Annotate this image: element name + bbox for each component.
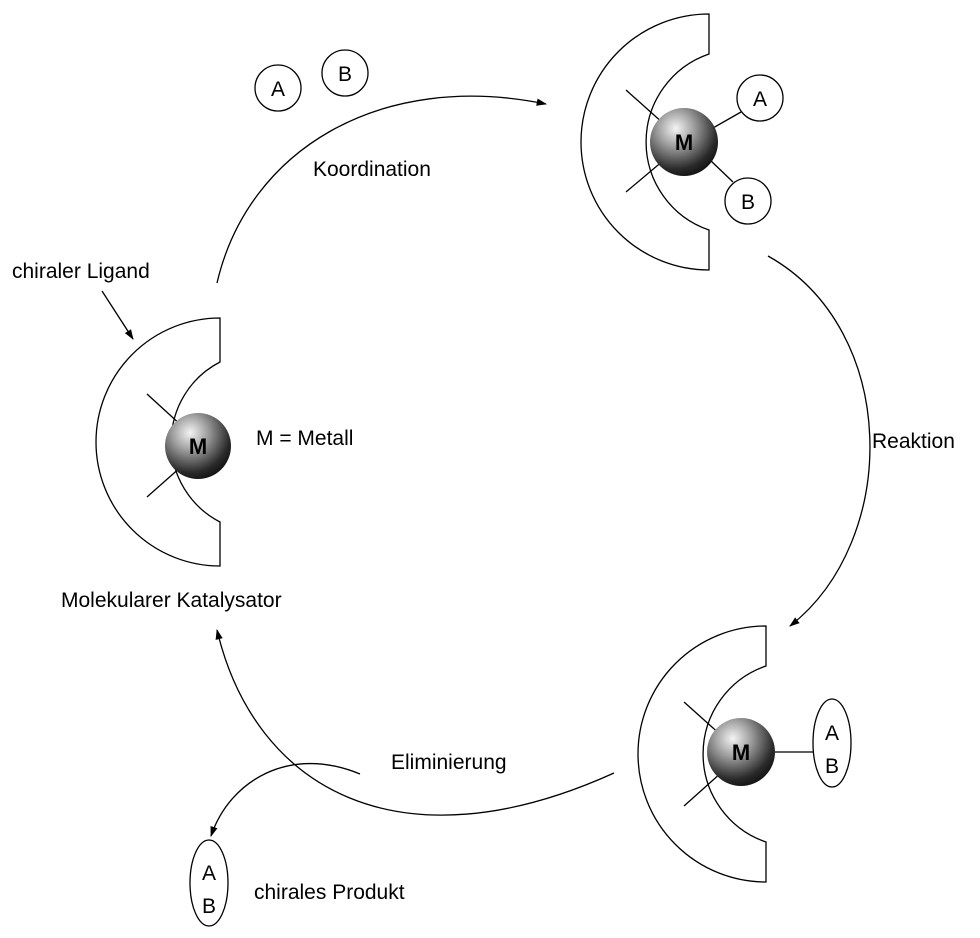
catalyst-complex: M: [95, 317, 231, 567]
metal-sphere-bottom: [707, 718, 775, 786]
label-katalysator: Molekularer Katalysator: [61, 589, 282, 612]
svg-text:B: B: [338, 63, 352, 86]
coordinated-complex: M A B: [580, 13, 784, 271]
svg-text:A: A: [202, 862, 216, 885]
arrow-reaktion: [767, 255, 871, 627]
svg-text:A: A: [271, 78, 285, 101]
chiral-ligand-shell: [95, 317, 221, 567]
bound-product-ab: A B: [812, 698, 852, 788]
ligand-shell-top: [580, 13, 710, 271]
free-reactant-a: A: [254, 64, 302, 112]
arrow-eliminierung: [215, 628, 615, 816]
svg-text:M: M: [189, 434, 207, 459]
free-reactant-b: B: [321, 49, 369, 97]
arrow-koordination: [216, 95, 548, 284]
ligand-shell-bottom: [637, 625, 767, 883]
label-koordination: Koordination: [313, 158, 431, 181]
label-produkt: chirales Produkt: [254, 881, 405, 904]
label-chiraler-ligand: chiraler Ligand: [12, 260, 150, 283]
svg-text:M: M: [675, 130, 693, 155]
metal-sphere: [165, 413, 231, 479]
bound-reactant-a: A: [736, 74, 784, 122]
arrow-product-release: [210, 762, 361, 837]
metal-sphere-top: [650, 108, 718, 176]
svg-text:B: B: [825, 755, 839, 778]
chiral-product: A B: [189, 839, 229, 927]
label-reaktion: Reaktion: [872, 430, 955, 453]
svg-text:A: A: [753, 88, 767, 111]
arrow-ligand-pointer: [101, 290, 134, 340]
product-complex: M A B: [637, 625, 852, 883]
label-metall-legend: M = Metall: [256, 427, 353, 450]
label-eliminierung: Eliminierung: [391, 751, 507, 774]
svg-text:M: M: [732, 740, 750, 765]
svg-text:A: A: [825, 722, 839, 745]
svg-text:B: B: [202, 895, 216, 918]
bound-reactant-b: B: [724, 177, 772, 225]
svg-text:B: B: [741, 191, 755, 214]
